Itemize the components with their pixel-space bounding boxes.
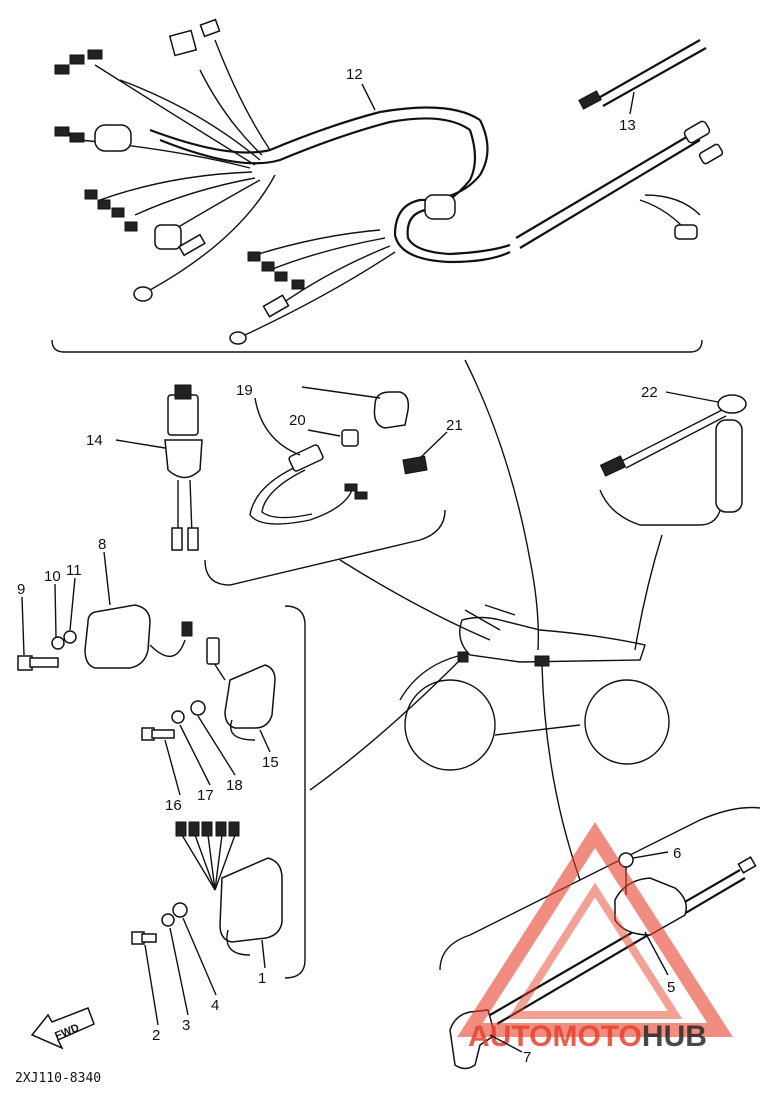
main-switch	[164, 384, 203, 551]
washer-11	[63, 630, 77, 644]
callout-17: 17	[197, 787, 214, 804]
diagram-code: 2XJ110-8340	[15, 1071, 101, 1086]
callout-3: 3	[182, 1017, 190, 1034]
callout-14: 14	[86, 432, 103, 449]
callout-2: 2	[152, 1027, 160, 1044]
fwd-arrow: FWD	[30, 1007, 95, 1050]
callout-4: 4	[211, 997, 219, 1014]
atv-outline	[399, 604, 670, 771]
callout-11: 11	[66, 562, 82, 579]
callout-19: 19	[236, 382, 253, 399]
leader-gauge	[634, 534, 663, 651]
spring-washer	[161, 913, 175, 927]
callout-13: 13	[619, 117, 636, 134]
lead-wire	[249, 444, 368, 525]
callout-12: 12	[346, 66, 363, 83]
washer-17	[171, 710, 185, 724]
callout-15: 15	[262, 754, 279, 771]
leader-harness	[464, 359, 540, 651]
bolt	[17, 655, 59, 671]
callout-9: 9	[17, 581, 25, 598]
washer-4	[172, 902, 188, 918]
callout-8: 8	[98, 536, 106, 553]
washer-18	[190, 700, 206, 716]
callout-16: 16	[165, 797, 182, 814]
leader-cable	[541, 664, 581, 881]
callout-6: 6	[673, 845, 681, 862]
watermark-logo	[457, 822, 733, 1037]
ignition-coil	[206, 637, 276, 741]
cable-tie	[578, 39, 707, 110]
watermark-text-hub: HUB	[642, 1020, 707, 1053]
group-bracket-gauge	[599, 489, 723, 526]
elbow-cap	[341, 391, 410, 447]
callout-20: 20	[289, 412, 306, 429]
watermark-text-moto: MOTO	[552, 1020, 641, 1053]
leader-ignition	[309, 659, 461, 791]
group-bracket-cable	[439, 806, 761, 971]
watermark-text-auto: AUTO	[468, 1020, 552, 1053]
callout-1: 1	[258, 970, 266, 987]
callout-10: 10	[44, 568, 61, 585]
callout-18: 18	[226, 777, 243, 794]
washer-10	[51, 636, 65, 650]
screw-2	[131, 931, 157, 945]
group-bracket-switch	[204, 509, 446, 586]
callout-7: 7	[523, 1049, 531, 1066]
relay	[84, 604, 193, 669]
cdi-unit	[175, 821, 283, 956]
callout-22: 22	[641, 384, 658, 401]
leader-switch	[339, 559, 491, 641]
group-bracket-harness	[51, 339, 703, 353]
group-bracket-ignition	[284, 605, 306, 979]
screw-16	[141, 727, 175, 741]
watermark-text: AUTOMOTOHUB	[468, 1020, 707, 1053]
label-plate	[402, 455, 428, 475]
gauge-sender	[599, 394, 747, 513]
callouts: 12 13 14 19 20 21 22 9 10 11 8 15 16 17 …	[17, 66, 681, 1066]
leader-lines	[21, 83, 719, 1053]
wire-harness	[54, 18, 724, 345]
callout-21: 21	[446, 417, 463, 434]
callout-5: 5	[667, 979, 675, 996]
